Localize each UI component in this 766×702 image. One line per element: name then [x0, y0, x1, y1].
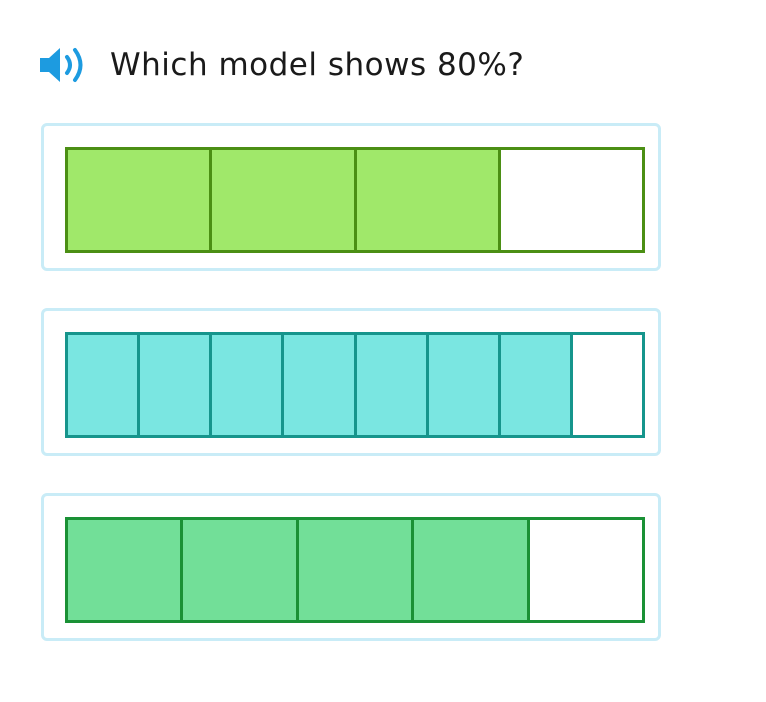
shaded-segment — [140, 335, 213, 435]
question-row: Which model shows 80%? — [38, 40, 524, 90]
shaded-segment — [68, 335, 141, 435]
unshaded-segment — [500, 150, 642, 250]
answer-choice-3[interactable] — [41, 493, 661, 641]
answer-choice-1[interactable] — [41, 123, 661, 271]
shaded-segment — [298, 520, 415, 620]
shaded-segment — [212, 335, 285, 435]
shaded-segment — [414, 520, 530, 620]
shaded-segment — [284, 335, 357, 435]
unshaded-segment — [572, 335, 642, 435]
bar-model-1 — [65, 147, 645, 253]
shaded-segment — [356, 150, 501, 250]
unshaded-segment — [529, 520, 643, 620]
bar-model-3 — [65, 517, 645, 623]
shaded-segment — [68, 150, 213, 250]
shaded-segment — [183, 520, 299, 620]
answer-choice-2[interactable] — [41, 308, 661, 456]
shaded-segment — [500, 335, 573, 435]
shaded-segment — [356, 335, 429, 435]
question-text: Which model shows 80%? — [110, 47, 525, 83]
shaded-segment — [212, 150, 357, 250]
speaker-icon[interactable] — [38, 43, 92, 87]
shaded-segment — [428, 335, 501, 435]
shaded-segment — [68, 520, 184, 620]
bar-model-2 — [65, 332, 645, 438]
